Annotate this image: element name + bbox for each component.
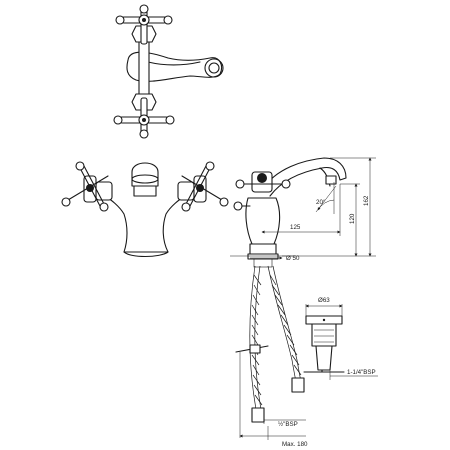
dimensions (239, 157, 378, 440)
label-height-162: 162 (363, 195, 370, 206)
label-base-diameter: Ø 50 (286, 255, 300, 262)
label-waste-thread: 1-1/4"BSP (347, 369, 376, 376)
front-view (61, 161, 229, 258)
label-max-length: Max. 180 (282, 441, 308, 448)
top-handle-lower (113, 93, 175, 139)
flexible-hoses (235, 265, 305, 423)
label-hose-thread: ½"BSP (278, 421, 298, 428)
label-waste-diameter: Ø63 (318, 297, 330, 304)
label-spout-reach: 125 (290, 224, 301, 231)
top-view (113, 4, 224, 139)
front-handle-right (177, 161, 229, 212)
side-view (230, 157, 347, 268)
label-angle: 20° (316, 199, 326, 206)
label-height-120: 120 (349, 213, 356, 224)
top-handle-upper (115, 4, 173, 45)
waste-fitting (303, 315, 345, 373)
front-handle-left (61, 161, 113, 212)
